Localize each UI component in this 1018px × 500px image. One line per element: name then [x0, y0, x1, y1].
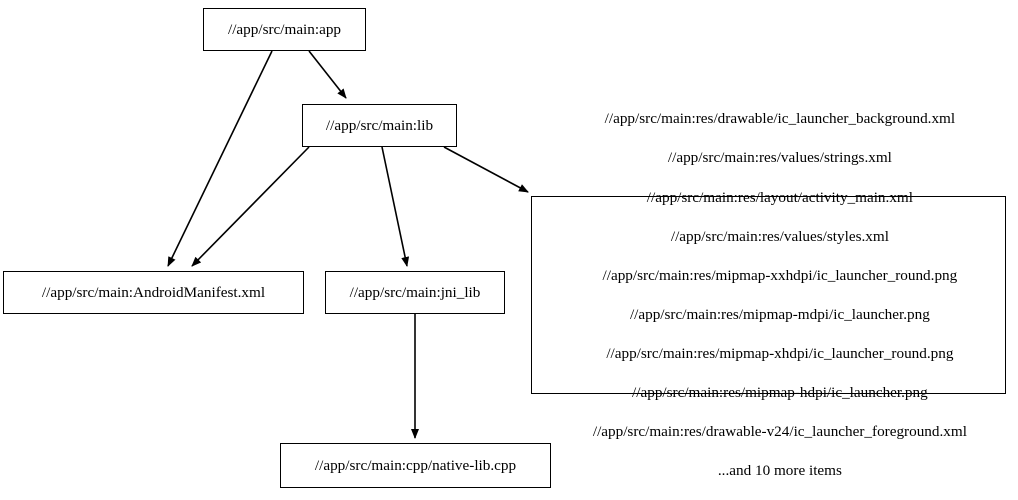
graph-node-jni-lib-label: //app/src/main:jni_lib — [349, 283, 481, 301]
res-line-8: //app/src/main:res/mipmap-hdpi/ic_launch… — [632, 383, 928, 401]
graph-node-native-lib-cpp-label: //app/src/main:cpp/native-lib.cpp — [314, 456, 517, 474]
graph-node-lib[interactable]: //app/src/main:lib — [302, 104, 457, 147]
graph-node-res-group-label: //app/src/main:res/drawable/ic_launcher_… — [570, 90, 967, 500]
edge-lib-to-manifest — [191, 146, 310, 267]
res-line-2: //app/src/main:res/values/strings.xml — [667, 149, 892, 167]
res-line-7: //app/src/main:res/mipmap-xhdpi/ic_launc… — [606, 344, 954, 362]
res-line-1: //app/src/main:res/drawable/ic_launcher_… — [604, 110, 956, 128]
graph-node-androidmanifest[interactable]: //app/src/main:AndroidManifest.xml — [3, 271, 304, 314]
graph-node-app-label: //app/src/main:app — [227, 20, 342, 38]
graph-node-app[interactable]: //app/src/main:app — [203, 8, 366, 51]
edge-lib-to-jni-lib — [381, 146, 410, 267]
graph-node-lib-label: //app/src/main:lib — [325, 116, 434, 134]
res-line-10-more-items: ...and 10 more items — [717, 462, 842, 480]
graph-node-native-lib-cpp[interactable]: //app/src/main:cpp/native-lib.cpp — [280, 443, 551, 488]
graph-node-androidmanifest-label: //app/src/main:AndroidManifest.xml — [41, 283, 266, 301]
graph-node-jni-lib[interactable]: //app/src/main:jni_lib — [325, 271, 505, 314]
res-line-4: //app/src/main:res/values/styles.xml — [670, 227, 889, 245]
res-line-6: //app/src/main:res/mipmap-mdpi/ic_launch… — [629, 305, 930, 323]
res-line-9: //app/src/main:res/drawable-v24/ic_launc… — [592, 423, 967, 441]
res-line-3: //app/src/main:res/layout/activity_main.… — [646, 188, 913, 206]
edge-lib-to-res — [443, 146, 529, 193]
edge-app-to-manifest — [167, 50, 273, 267]
graph-node-res-group[interactable]: //app/src/main:res/drawable/ic_launcher_… — [531, 110, 1006, 479]
edge-app-to-lib — [308, 50, 347, 99]
res-line-5: //app/src/main:res/mipmap-xxhdpi/ic_laun… — [602, 266, 958, 284]
